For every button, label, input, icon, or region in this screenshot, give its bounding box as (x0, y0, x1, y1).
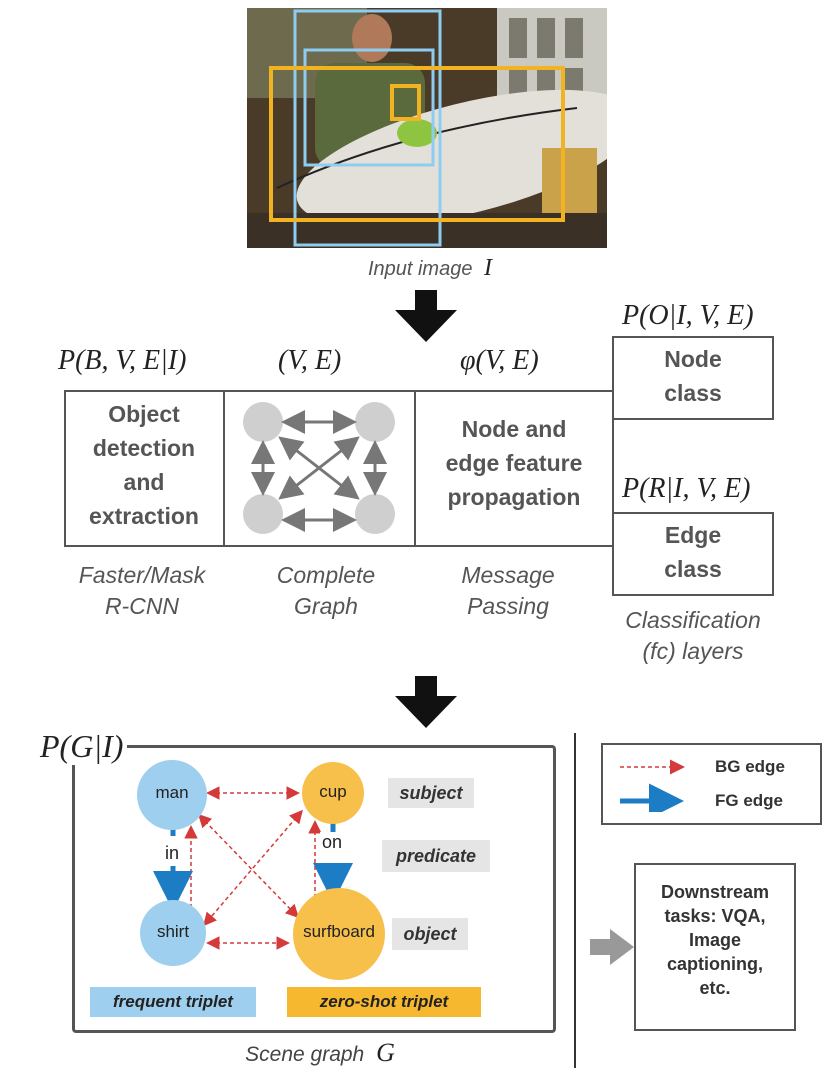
scene-caption: Scene graph G (200, 1038, 440, 1068)
edge-legend (601, 743, 822, 825)
formula-node: P(O|I, V, E) (622, 300, 754, 331)
section-divider (574, 733, 576, 1068)
input-image-symbol: I (484, 255, 493, 281)
bbox-man (293, 9, 442, 247)
predicate-in: in (163, 843, 182, 864)
edge-legend-icons (620, 759, 685, 812)
caption-message: Message Passing (418, 560, 598, 622)
detection-line-1: Object (108, 401, 180, 427)
tag-subject: subject (388, 778, 474, 808)
node-class-line-2: class (664, 380, 722, 406)
scene-graph-edges (153, 786, 353, 950)
downstream-line-1: Downstream (660, 882, 770, 902)
scene-graph-frame (72, 745, 556, 1033)
caption-graph: Complete Graph (236, 560, 416, 622)
bg-edge-legend-label: BG edge (715, 757, 785, 776)
fg-edge-legend-label: FG edge (715, 791, 784, 810)
frequent-triplet-badge: frequent triplet (90, 987, 256, 1017)
bg-edge-man-surfboard (197, 813, 300, 919)
predicate-on: on (320, 832, 345, 853)
right-arrow-icon (590, 929, 634, 965)
detection-line-4: extraction (89, 503, 199, 529)
formula-edge: P(R|I, V, E) (622, 473, 751, 504)
downstream-line-5: etc. (699, 978, 731, 998)
classifier-connector (612, 418, 614, 514)
node-class-box (612, 336, 774, 420)
tag-object: object (392, 918, 468, 950)
message-line-3: propagation (447, 484, 581, 510)
bbox-surfboard (269, 66, 565, 222)
bg-edge-cup-shirt (203, 809, 303, 927)
scene-caption-text: Scene graph (245, 1043, 365, 1066)
downstream-box (634, 863, 796, 1031)
edge-class-box (612, 512, 774, 596)
caption-classification-line-2: (fc) layers (642, 638, 744, 664)
formula-graph: (V, E) (278, 345, 342, 376)
zero-shot-triplet-badge: zero-shot triplet (287, 987, 481, 1017)
down-arrow-icon (395, 676, 457, 728)
node-surfboard-label: surfboard (303, 922, 375, 941)
scene-formula: P(G|I) (36, 728, 128, 765)
detection-box-text: Object detection and extraction (66, 397, 222, 533)
edge-class-line-1: Edge (664, 522, 722, 548)
caption-detection-line-2: R-CNN (104, 593, 180, 619)
caption-classification-line-1: Classification (625, 607, 761, 633)
bounding-boxes-overlay (269, 9, 565, 247)
caption-detection-line-1: Faster/Mask (78, 562, 206, 588)
caption-graph-line-1: Complete (276, 562, 376, 588)
pipeline-divider-1 (223, 390, 225, 547)
downstream-line-3: Image (688, 930, 742, 950)
tag-predicate: predicate (382, 840, 490, 872)
downstream-line-2: tasks: VQA, (664, 906, 766, 926)
message-line-1: Node and (461, 416, 567, 442)
caption-graph-line-2: Graph (294, 593, 358, 619)
node-surfboard (293, 888, 385, 980)
formula-detection: P(B, V, E|I) (58, 345, 187, 376)
complete-graph-icon (243, 402, 395, 534)
bbox-shirt (303, 48, 435, 167)
node-man-label: man (155, 783, 189, 802)
edge-class-line-2: class (664, 556, 722, 582)
node-cup (302, 762, 364, 824)
formula-message: φ(V, E) (460, 345, 539, 376)
scene-caption-symbol: G (376, 1038, 395, 1067)
input-image (247, 8, 607, 248)
pipeline-divider-2 (414, 390, 416, 547)
caption-message-line-1: Message (461, 562, 555, 588)
node-shirt (140, 900, 206, 966)
caption-classification: Classification (fc) layers (598, 605, 788, 667)
node-shirt-label: shirt (156, 922, 190, 941)
detection-line-3: and (123, 469, 165, 495)
node-cup-label: cup (319, 782, 347, 801)
down-arrow-icon (395, 290, 457, 342)
node-class-text: Node class (612, 342, 774, 410)
node-man (137, 760, 207, 830)
message-box-text: Node and edge feature propagation (418, 412, 610, 514)
caption-message-line-2: Passing (467, 593, 549, 619)
bbox-cup (390, 84, 421, 121)
detection-line-2: detection (92, 435, 196, 461)
node-class-line-1: Node (664, 346, 722, 372)
downstream-line-4: captioning, (667, 954, 763, 974)
downstream-text: Downstream tasks: VQA, Image captioning,… (634, 880, 796, 1000)
input-image-caption: Input image I (300, 255, 560, 282)
edge-class-text: Edge class (612, 518, 774, 586)
input-photo-illustration (247, 8, 607, 248)
input-image-label: Input image (367, 258, 473, 280)
caption-detection: Faster/Mask R-CNN (52, 560, 232, 622)
message-line-2: edge feature (445, 450, 583, 476)
